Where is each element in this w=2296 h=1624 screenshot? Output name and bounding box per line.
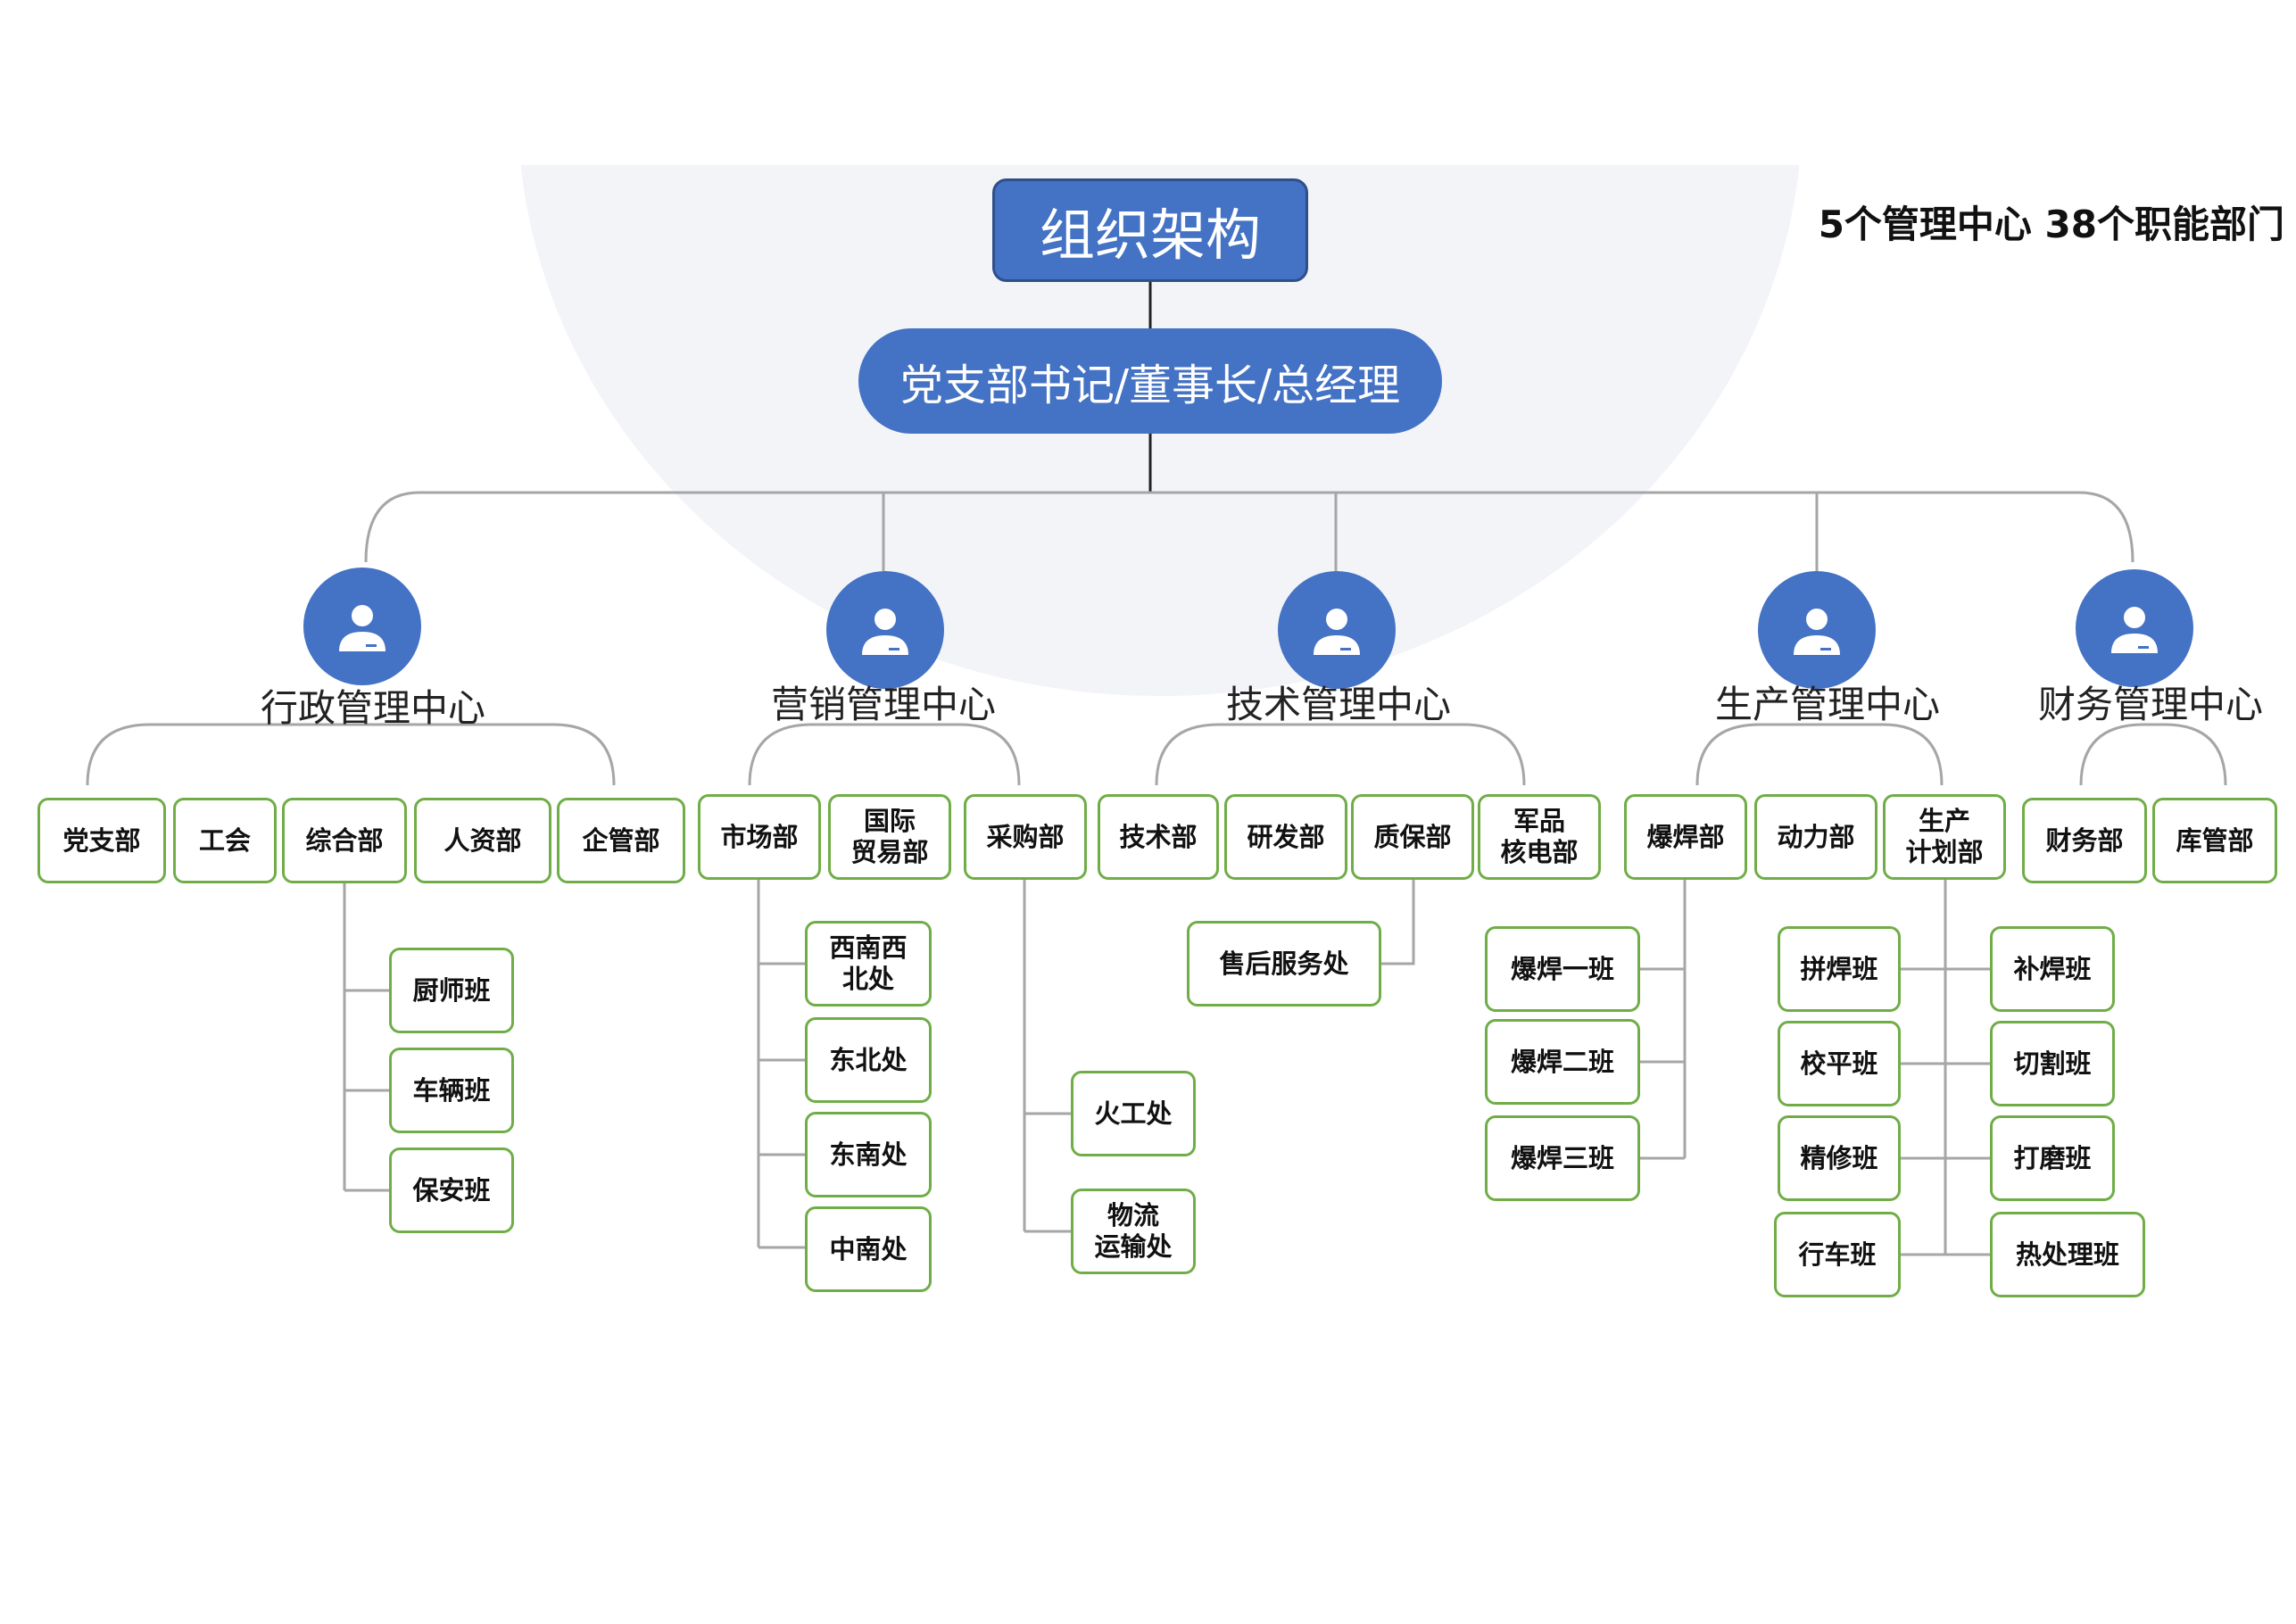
dept-box: 工会 bbox=[173, 798, 277, 883]
unit-box: 热处理班 bbox=[1990, 1212, 2145, 1297]
unit-box: 爆焊一班 bbox=[1485, 926, 1640, 1012]
unit-box: 行车班 bbox=[1774, 1212, 1901, 1297]
unit-box: 售后服务处 bbox=[1187, 921, 1381, 1007]
dept-box: 企管部 bbox=[557, 798, 685, 883]
unit-box: 爆焊二班 bbox=[1485, 1019, 1640, 1105]
dept-box: 生产 计划部 bbox=[1883, 794, 2006, 880]
unit-box: 中南处 bbox=[805, 1206, 932, 1292]
unit-box: 车辆班 bbox=[389, 1048, 514, 1133]
unit-box: 拼焊班 bbox=[1778, 926, 1901, 1012]
unit-box: 爆焊三班 bbox=[1485, 1115, 1640, 1201]
center-label-finance: 财务管理中心 bbox=[2037, 683, 2263, 726]
unit-box: 东北处 bbox=[805, 1017, 932, 1103]
dept-box: 国际 贸易部 bbox=[828, 794, 951, 880]
dept-box: 动力部 bbox=[1754, 794, 1877, 880]
dept-box: 技术部 bbox=[1098, 794, 1219, 880]
dept-box: 库管部 bbox=[2152, 798, 2277, 883]
background-mask bbox=[0, 0, 2296, 165]
line-zhibao bbox=[1381, 880, 1415, 965]
unit-box: 补焊班 bbox=[1990, 926, 2115, 1012]
center-label-tech: 技术管理中心 bbox=[1225, 683, 1451, 726]
unit-box: 厨师班 bbox=[389, 948, 514, 1033]
bracket-production bbox=[1695, 723, 1944, 786]
bracket-tech bbox=[1155, 723, 1526, 786]
center-label-admin: 行政管理中心 bbox=[260, 686, 485, 730]
dept-box: 研发部 bbox=[1224, 794, 1347, 880]
dept-box: 财务部 bbox=[2022, 798, 2147, 883]
leader-node: 党支部书记/董事长/总经理 bbox=[858, 328, 1442, 434]
dept-box: 市场部 bbox=[698, 794, 821, 880]
bracket-finance bbox=[2079, 723, 2227, 786]
dept-box: 人资部 bbox=[414, 798, 551, 883]
main-bus-line bbox=[364, 491, 2134, 563]
unit-box: 切割班 bbox=[1990, 1021, 2115, 1106]
unit-box: 火工处 bbox=[1071, 1071, 1196, 1156]
center-label-production: 生产管理中心 bbox=[1714, 683, 1940, 726]
person-icon bbox=[1758, 571, 1876, 689]
dept-box: 党支部 bbox=[37, 798, 166, 883]
unit-box: 西南西 北处 bbox=[805, 921, 932, 1007]
person-icon bbox=[2076, 569, 2193, 687]
center-label-marketing: 营销管理中心 bbox=[770, 683, 996, 726]
unit-box: 东南处 bbox=[805, 1112, 932, 1197]
dept-box: 采购部 bbox=[964, 794, 1087, 880]
dept-box: 军品 核电部 bbox=[1478, 794, 1601, 880]
summary-text: 5个管理中心 38个职能部门 bbox=[1818, 203, 2284, 246]
bracket-marketing bbox=[748, 723, 1021, 786]
dept-box: 质保部 bbox=[1351, 794, 1474, 880]
bracket-admin bbox=[86, 723, 616, 786]
chart-title: 组织架构 bbox=[992, 178, 1308, 282]
unit-box: 物流 运输处 bbox=[1071, 1189, 1196, 1274]
person-icon bbox=[826, 571, 944, 689]
person-icon bbox=[303, 568, 421, 685]
unit-box: 校平班 bbox=[1778, 1021, 1901, 1106]
dept-box: 综合部 bbox=[282, 798, 407, 883]
dept-box: 爆焊部 bbox=[1624, 794, 1747, 880]
unit-box: 打磨班 bbox=[1990, 1115, 2115, 1201]
person-icon bbox=[1278, 571, 1396, 689]
unit-box: 保安班 bbox=[389, 1148, 514, 1233]
unit-box: 精修班 bbox=[1778, 1115, 1901, 1201]
